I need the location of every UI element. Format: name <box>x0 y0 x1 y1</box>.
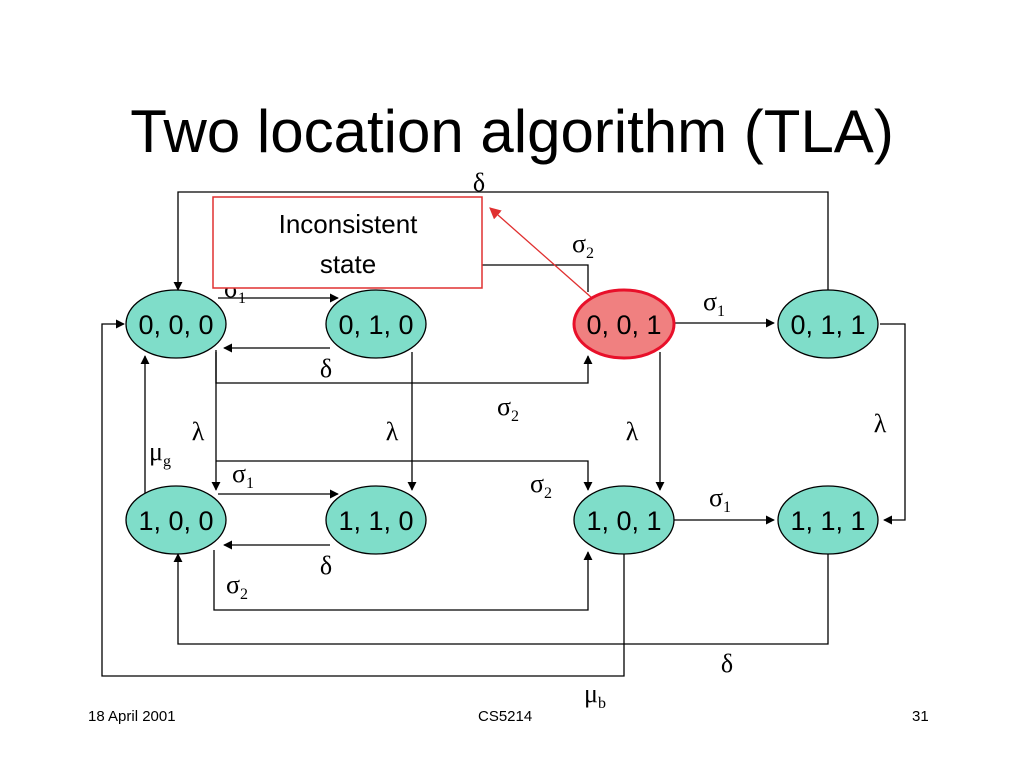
label-lambda-010-110: λ <box>386 417 399 446</box>
edge-sigma2-mid <box>216 460 593 491</box>
callout-line-2: state <box>320 249 376 279</box>
label-delta-bottom: δ <box>721 649 733 678</box>
label-sigma2-upper: σ2 <box>572 229 594 262</box>
label-delta-010-000: δ <box>320 354 332 383</box>
edge-sigma2-100-101 <box>213 550 593 611</box>
node-011: 0, 1, 1 <box>777 289 879 359</box>
node-000: 0, 0, 0 <box>125 289 227 359</box>
node-100: 1, 0, 0 <box>125 485 227 555</box>
label-sigma1-101-111: σ1 <box>709 483 731 516</box>
svg-text:1, 0, 1: 1, 0, 1 <box>586 506 661 536</box>
edge-delta-111-100 <box>173 552 829 645</box>
node-001-highlighted: 0, 0, 1 <box>572 288 676 360</box>
edge-lambda-011-111 <box>880 323 906 525</box>
label-lambda-001-101: λ <box>626 417 639 446</box>
node-110: 1, 1, 0 <box>325 485 427 555</box>
label-mub: μb <box>584 679 606 712</box>
callout-pointer-arrow <box>489 207 593 299</box>
svg-text:1, 0, 0: 1, 0, 0 <box>138 506 213 536</box>
label-delta-top: δ <box>473 168 485 197</box>
edge-sigma2-upper <box>482 264 589 292</box>
edge-sigma2-000-001 <box>215 350 593 384</box>
label-delta-110-100: δ <box>320 551 332 580</box>
label-lambda-011-111: λ <box>874 409 887 438</box>
label-sigma1-100-110: σ1 <box>232 459 254 492</box>
label-sigma2-000-001: σ2 <box>497 392 519 425</box>
node-101: 1, 0, 1 <box>573 485 675 555</box>
node-111: 1, 1, 1 <box>777 485 879 555</box>
label-lambda-000-100: λ <box>192 417 205 446</box>
svg-text:0, 1, 1: 0, 1, 1 <box>790 310 865 340</box>
slide-title: Two location algorithm (TLA) <box>130 98 894 165</box>
footer-page-number: 31 <box>912 708 929 725</box>
footer-date: 18 April 2001 <box>88 708 176 725</box>
inconsistent-state-callout: Inconsistent state <box>212 196 483 289</box>
svg-text:0, 0, 0: 0, 0, 0 <box>138 310 213 340</box>
edge-mub-101-000 <box>101 319 625 677</box>
svg-text:0, 0, 1: 0, 0, 1 <box>586 310 661 340</box>
label-mug: μg <box>149 437 171 470</box>
svg-text:1, 1, 1: 1, 1, 1 <box>790 506 865 536</box>
edge-delta-011-000 <box>173 191 829 292</box>
callout-line-1: Inconsistent <box>279 209 419 239</box>
svg-text:1, 1, 0: 1, 1, 0 <box>338 506 413 536</box>
node-010: 0, 1, 0 <box>325 289 427 359</box>
label-sigma2-mid: σ2 <box>530 469 552 502</box>
footer-course: CS5214 <box>478 708 533 725</box>
label-sigma2-100-101: σ2 <box>226 570 248 603</box>
label-sigma1-001-011: σ1 <box>703 287 725 320</box>
svg-text:0, 1, 0: 0, 1, 0 <box>338 310 413 340</box>
